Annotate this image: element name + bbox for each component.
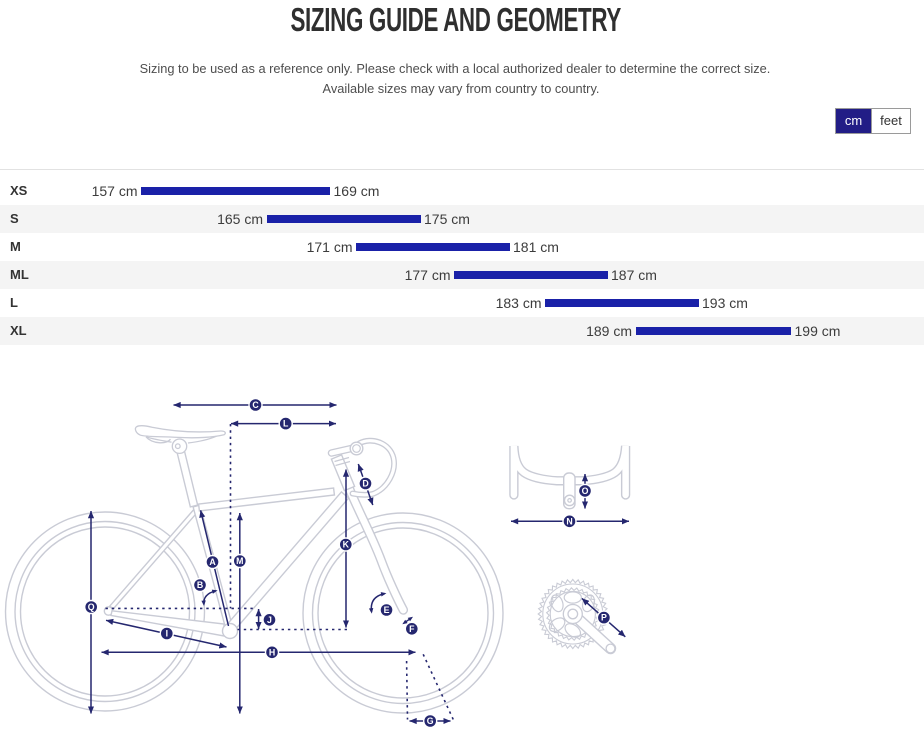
- svg-text:P: P: [601, 613, 607, 623]
- svg-text:L: L: [283, 419, 289, 429]
- svg-text:C: C: [252, 400, 259, 410]
- svg-text:N: N: [566, 516, 572, 526]
- svg-text:J: J: [267, 615, 272, 625]
- svg-text:B: B: [197, 580, 203, 590]
- svg-text:Q: Q: [88, 602, 95, 612]
- svg-text:I: I: [166, 629, 168, 639]
- svg-text:O: O: [582, 486, 589, 496]
- svg-text:F: F: [409, 624, 415, 634]
- svg-text:K: K: [343, 540, 350, 550]
- svg-text:G: G: [427, 716, 434, 726]
- svg-text:M: M: [236, 556, 243, 566]
- svg-text:E: E: [384, 605, 390, 615]
- svg-text:A: A: [209, 557, 216, 567]
- svg-text:H: H: [269, 647, 275, 657]
- svg-text:D: D: [362, 479, 368, 489]
